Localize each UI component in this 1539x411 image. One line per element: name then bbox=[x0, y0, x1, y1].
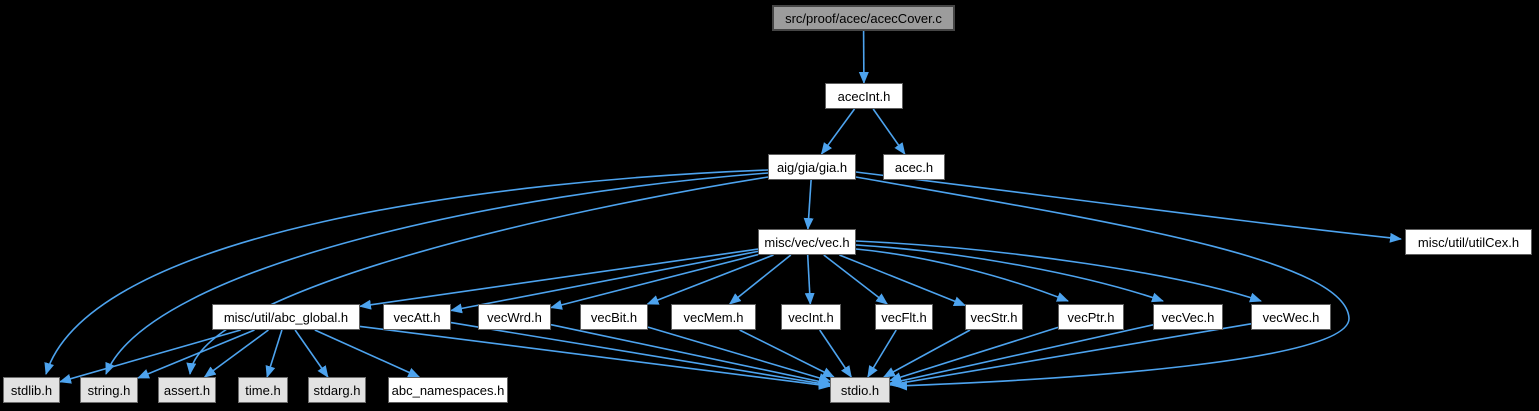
edge-vec-to-vecVec bbox=[855, 244, 1164, 303]
graph-node-label: vecVec.h bbox=[1161, 309, 1215, 325]
graph-node-vecMem[interactable]: vecMem.h bbox=[671, 304, 756, 330]
edge-gia-to-assert bbox=[186, 176, 769, 375]
graph-node-vecInt[interactable]: vecInt.h bbox=[781, 304, 841, 330]
graph-node-label: string.h bbox=[87, 382, 131, 398]
edge-vecFlt-to-stdio bbox=[867, 329, 897, 378]
edge-gia-to-utilCex bbox=[855, 171, 1402, 243]
edge-vecVec-to-stdio bbox=[889, 324, 1154, 386]
edge-gia-to-vec bbox=[803, 179, 814, 230]
edge-vec-to-vecInt bbox=[804, 254, 815, 305]
edge-abc_global-to-stdlib bbox=[59, 329, 241, 384]
edge-gia-to-stdio bbox=[855, 176, 1350, 391]
graph-node-stdarg[interactable]: stdarg.h bbox=[308, 377, 366, 403]
graph-node-utilCex[interactable]: misc/util/utilCex.h bbox=[1405, 229, 1532, 255]
graph-node-abc_namespaces[interactable]: abc_namespaces.h bbox=[388, 377, 508, 403]
graph-node-string[interactable]: string.h bbox=[80, 377, 138, 403]
edge-vecWec-to-stdio bbox=[889, 323, 1252, 388]
graph-node-label: stdlib.h bbox=[10, 382, 53, 398]
graph-node-label: vecAtt.h bbox=[393, 309, 441, 325]
graph-node-label: src/proof/acec/acecCover.c bbox=[785, 10, 942, 26]
graph-node-label: misc/util/abc_global.h bbox=[223, 309, 349, 325]
graph-node-label: aig/gia/gia.h bbox=[776, 159, 848, 175]
graph-node-vecVec[interactable]: vecVec.h bbox=[1153, 304, 1223, 330]
edge-abc_global-to-assert bbox=[203, 329, 269, 378]
graph-node-label: vecPtr.h bbox=[1067, 309, 1115, 325]
graph-node-label: vecFlt.h bbox=[881, 309, 927, 325]
graph-node-label: vecInt.h bbox=[788, 309, 834, 325]
graph-node-vecAtt[interactable]: vecAtt.h bbox=[383, 304, 451, 330]
graph-node-label: vecStr.h bbox=[970, 309, 1018, 325]
graph-node-acec[interactable]: acec.h bbox=[883, 154, 945, 180]
graph-node-label: stdio.h bbox=[840, 382, 880, 398]
edge-acecInt-to-gia bbox=[820, 108, 856, 155]
edge-abc_global-to-abc_namespaces bbox=[314, 329, 421, 378]
edge-vec-to-vecWrd bbox=[550, 253, 759, 310]
edge-abc_global-to-stdio bbox=[359, 325, 831, 390]
graph-node-time[interactable]: time.h bbox=[238, 377, 288, 403]
graph-node-vecWec[interactable]: vecWec.h bbox=[1251, 304, 1331, 330]
edge-vec-to-vecWec bbox=[855, 240, 1262, 303]
edge-vecPtr-to-stdio bbox=[889, 326, 1059, 382]
edge-vec-to-vecBit bbox=[646, 254, 774, 305]
graph-node-label: acecInt.h bbox=[837, 88, 891, 104]
graph-node-stdlib[interactable]: stdlib.h bbox=[3, 377, 60, 403]
edge-vecStr-to-stdio bbox=[883, 329, 971, 378]
graph-node-acecInt[interactable]: acecInt.h bbox=[825, 83, 903, 109]
graph-node-vecBit[interactable]: vecBit.h bbox=[580, 304, 648, 330]
graph-node-label: abc_namespaces.h bbox=[391, 382, 505, 398]
edge-vecMem-to-stdio bbox=[739, 329, 835, 378]
graph-node-label: time.h bbox=[245, 382, 281, 398]
graph-node-assert[interactable]: assert.h bbox=[158, 377, 216, 403]
edge-vecWrd-to-stdio bbox=[550, 323, 831, 387]
graph-node-vecPtr[interactable]: vecPtr.h bbox=[1058, 304, 1124, 330]
edge-vecBit-to-stdio bbox=[647, 326, 831, 383]
edge-vec-to-vecAtt bbox=[450, 250, 759, 314]
edge-vec-to-vecMem bbox=[728, 254, 792, 305]
edge-abc_global-to-string bbox=[137, 329, 255, 379]
edge-vec-to-vecStr bbox=[839, 254, 966, 307]
graph-node-vecStr[interactable]: vecStr.h bbox=[965, 304, 1023, 330]
graph-node-label: assert.h bbox=[163, 382, 211, 398]
edge-abc_global-to-stdarg bbox=[294, 329, 329, 378]
edge-vecInt-to-stdio bbox=[819, 329, 852, 378]
graph-node-label: vecBit.h bbox=[590, 309, 638, 325]
graph-node-label: vecWec.h bbox=[1262, 309, 1320, 325]
edge-gia-to-stdlib bbox=[44, 169, 769, 375]
graph-node-acecCover[interactable]: src/proof/acec/acecCover.c bbox=[772, 5, 955, 31]
edge-vec-to-vecFlt bbox=[823, 254, 888, 305]
graph-node-label: misc/util/utilCex.h bbox=[1417, 234, 1520, 250]
edge-vecAtt-to-stdio bbox=[450, 321, 831, 389]
edge-vec-to-vecPtr bbox=[855, 248, 1069, 302]
graph-node-label: misc/vec/vec.h bbox=[764, 234, 850, 250]
graph-node-gia[interactable]: aig/gia/gia.h bbox=[768, 154, 856, 180]
graph-node-label: stdarg.h bbox=[313, 382, 361, 398]
graph-node-vecWrd[interactable]: vecWrd.h bbox=[478, 304, 551, 330]
graph-node-label: acec.h bbox=[894, 159, 934, 175]
graph-node-vec[interactable]: misc/vec/vec.h bbox=[758, 229, 856, 255]
edge-vec-to-abc_global bbox=[359, 248, 759, 310]
edge-acecInt-to-acec bbox=[872, 108, 906, 155]
graph-node-stdio[interactable]: stdio.h bbox=[830, 377, 890, 403]
edge-abc_global-to-time bbox=[265, 329, 283, 378]
graph-node-label: vecWrd.h bbox=[487, 309, 542, 325]
graph-node-label: vecMem.h bbox=[683, 309, 744, 325]
graph-node-abc_global[interactable]: misc/util/abc_global.h bbox=[212, 304, 360, 330]
graph-node-vecFlt[interactable]: vecFlt.h bbox=[875, 304, 933, 330]
edge-gia-to-string bbox=[105, 172, 769, 375]
